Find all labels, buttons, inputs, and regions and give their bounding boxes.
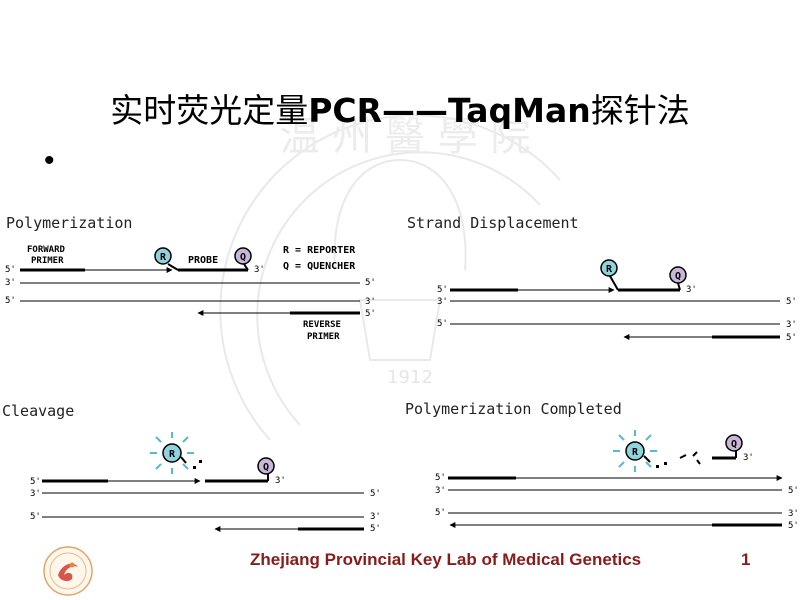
probe-three-prime: 3': [686, 285, 697, 295]
three-prime-label: 3': [365, 297, 376, 307]
quencher-link: [677, 282, 681, 291]
five-prime-label: 5': [435, 473, 446, 483]
panel-polymerization-completed: Polymerization Completed R Q: [405, 400, 799, 531]
reporter-letter: R: [606, 264, 613, 275]
reporter-icon: [625, 441, 645, 461]
probe-three-prime: 3': [743, 453, 754, 463]
five-prime-label: 5': [786, 333, 797, 343]
three-prime-label: 3': [437, 297, 448, 307]
quencher-icon: [257, 457, 275, 475]
reporter-glow-icon: [613, 430, 657, 472]
footer-lab-name: Zhejiang Provincial Key Lab of Medical G…: [250, 550, 642, 569]
displaced-probe-end: [609, 275, 619, 291]
panel-heading-polymerization-completed: Polymerization Completed: [405, 400, 622, 418]
bullet-point: •: [44, 144, 55, 177]
five-prime-label: 5': [370, 524, 381, 534]
three-prime-label: 3': [30, 489, 41, 499]
reverse-primer-label-line2: PRIMER: [307, 332, 340, 342]
cleaved-fragment: [180, 456, 187, 464]
panel-heading-cleavage: Cleavage: [2, 402, 74, 420]
probe-three-prime: 3': [275, 476, 286, 486]
slide-title: 实时荧光定量PCR——TaqMan探针法: [0, 84, 800, 132]
cleaved-nucleotide: [692, 451, 698, 457]
reporter-glow-icon: [150, 432, 194, 474]
panel-heading-strand-displacement: Strand Displacement: [407, 214, 579, 232]
three-prime-label: 3': [788, 509, 799, 519]
five-prime-label: 5': [5, 296, 16, 306]
quencher-letter: Q: [240, 252, 246, 263]
five-prime-label: 5': [786, 297, 797, 307]
quencher-icon: [234, 247, 252, 265]
reporter-letter: R: [169, 449, 176, 460]
five-prime-label: 5': [5, 265, 16, 275]
three-prime-label: 3': [435, 486, 446, 496]
five-prime-label: 5': [788, 521, 799, 531]
reporter-icon: [600, 259, 618, 277]
reporter-link: [167, 263, 179, 271]
legend-quencher: Q = QUENCHER: [283, 261, 356, 272]
reporter-icon: [154, 247, 172, 265]
probe-three-prime: 3': [254, 265, 265, 275]
reporter-letter: R: [160, 252, 167, 263]
quencher-icon: [725, 434, 743, 452]
reporter-icon: [162, 443, 182, 463]
reverse-primer-label-line1: REVERSE: [303, 320, 341, 330]
three-prime-label: 3': [370, 512, 381, 522]
five-prime-label: 5': [30, 477, 41, 487]
title-cjk-1: 实时荧光定量: [110, 91, 309, 130]
title-cjk-2: 探针法: [590, 91, 690, 130]
forward-primer-label-line1: FORWARD: [27, 245, 66, 255]
five-prime-label: 5': [435, 508, 446, 518]
cleaved-nucleotide: [664, 462, 667, 465]
quencher-link: [243, 263, 249, 271]
lab-logo-icon: [43, 546, 93, 596]
panel-heading-polymerization: Polymerization: [6, 214, 132, 232]
panel-polymerization: Polymerization FORWARD PRIMER PROBE R = …: [5, 214, 376, 342]
cleaved-nucleotide: [696, 459, 701, 465]
five-prime-label: 5': [788, 486, 799, 496]
page-number: 1: [741, 550, 751, 569]
cleaved-nucleotide: [193, 466, 196, 469]
forward-primer-label-line2: PRIMER: [31, 256, 64, 266]
three-prime-label: 3': [5, 278, 16, 288]
five-prime-label: 5': [365, 309, 376, 319]
five-prime-label: 5': [437, 319, 448, 329]
five-prime-label: 5': [370, 489, 381, 499]
quencher-letter: Q: [675, 271, 681, 282]
cleaved-nucleotide: [679, 454, 687, 459]
title-latin: PCR——TaqMan: [308, 91, 591, 130]
reporter-letter: R: [632, 447, 639, 458]
legend-reporter: R = REPORTER: [283, 245, 356, 256]
quencher-icon: [669, 266, 687, 284]
probe-label: PROBE: [188, 255, 218, 266]
five-prime-label: 5': [30, 512, 41, 522]
quencher-letter: Q: [731, 439, 737, 450]
three-prime-label: 3': [786, 320, 797, 330]
five-prime-label: 5': [365, 278, 376, 288]
cleaved-fragment: [643, 455, 651, 463]
five-prime-label: 5': [437, 285, 448, 295]
cleaved-nucleotide: [656, 465, 659, 468]
panel-strand-displacement: Strand Displacement R Q 3' 5' 3' 5' 5' 3…: [407, 214, 797, 343]
panel-cleavage: Cleavage R Q 3' 5': [2, 402, 381, 534]
quencher-letter: Q: [263, 462, 269, 473]
cleaved-nucleotide: [199, 460, 202, 463]
